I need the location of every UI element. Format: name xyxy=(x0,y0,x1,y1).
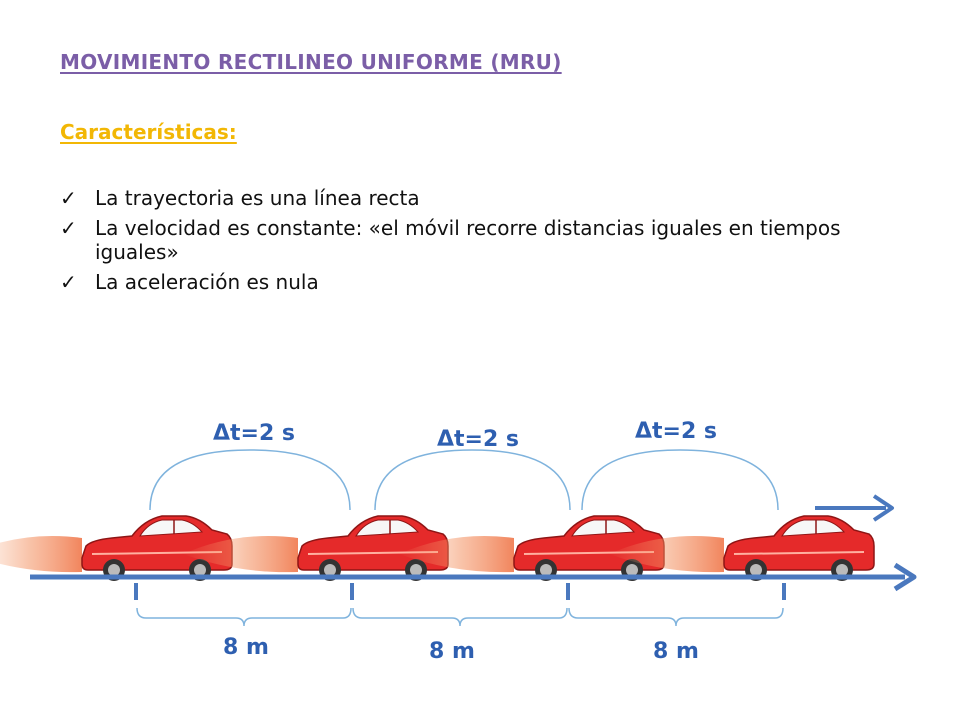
slide-title: MOVIMIENTO RECTILINEO UNIFORME (MRU) xyxy=(60,50,562,74)
distance-bracket xyxy=(136,607,352,627)
interval-arc xyxy=(149,449,351,511)
checkmark-icon: ✓ xyxy=(60,216,77,240)
list-item: ✓ La trayectoria es una línea recta xyxy=(60,186,920,210)
checkmark-icon: ✓ xyxy=(60,270,77,294)
interval-arc xyxy=(581,449,779,511)
mru-diagram: Δt=2 s Δt=2 s Δt=2 s 8 m 8 m 8 m xyxy=(0,419,917,664)
time-label: Δt=2 s xyxy=(213,421,295,446)
list-item: ✓ La aceleración es nula xyxy=(60,270,920,294)
distance-label: 8 m xyxy=(223,635,269,660)
distance-label: 8 m xyxy=(429,639,475,664)
car-icon xyxy=(182,515,449,582)
axis-arrow-head xyxy=(893,562,917,592)
distance-bracket xyxy=(352,607,568,627)
time-label: Δt=2 s xyxy=(635,419,717,444)
list-item-text: La trayectoria es una línea recta xyxy=(95,186,420,210)
time-label: Δt=2 s xyxy=(437,427,519,452)
car-icon xyxy=(608,515,875,582)
distance-bracket xyxy=(568,607,784,627)
section-heading: Características: xyxy=(60,120,237,144)
list-item: ✓ La velocidad es constante: «el móvil r… xyxy=(60,216,920,264)
checkmark-icon: ✓ xyxy=(60,186,77,210)
direction-arrow-head xyxy=(872,494,894,522)
list-item-text: La velocidad es constante: «el móvil rec… xyxy=(95,216,841,264)
characteristics-list: ✓ La trayectoria es una línea recta ✓ La… xyxy=(60,186,920,300)
distance-label: 8 m xyxy=(653,639,699,664)
interval-arc xyxy=(374,449,571,511)
list-item-text: La aceleración es nula xyxy=(95,270,319,294)
